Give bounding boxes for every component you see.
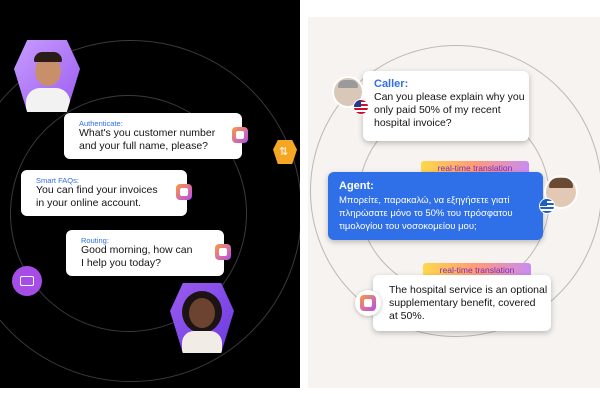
app-icon bbox=[176, 184, 192, 200]
orbit-ring-inner bbox=[10, 95, 247, 332]
faq-label: Smart FAQs: bbox=[36, 176, 79, 185]
translation-tag: real-time translation bbox=[423, 263, 531, 277]
translate-hex-glyph: ⇅ bbox=[279, 146, 289, 158]
routing-label: Routing: bbox=[81, 236, 109, 245]
reply-app-avatar bbox=[355, 290, 381, 316]
reply-message: The hospital service is an optional supp… bbox=[389, 284, 548, 322]
caller-label: Caller: bbox=[374, 78, 409, 90]
translation-tag: real-time translation bbox=[421, 161, 529, 175]
authenticate-bubble: Authenticate: What's you customer number… bbox=[64, 113, 242, 159]
caller-message: Can you please explain why you only paid… bbox=[374, 91, 525, 129]
left-panel: Authenticate: What's you customer number… bbox=[0, 0, 300, 388]
avatar-man bbox=[14, 40, 80, 112]
agent-message: Μπορείτε, παρακαλώ, να εξηγήσετε γιατί π… bbox=[339, 195, 513, 232]
authenticate-message: What's you customer number and your full… bbox=[79, 127, 216, 152]
routing-message: Good morning, how can I help you today? bbox=[81, 244, 193, 269]
app-icon bbox=[360, 295, 376, 311]
avatar-man-shirt bbox=[26, 88, 70, 112]
id-card-icon bbox=[12, 266, 42, 296]
right-panel: Caller: Can you please explain why you o… bbox=[308, 17, 600, 388]
faq-bubble: Smart FAQs: You can find your invoices i… bbox=[21, 170, 187, 216]
agent-avatar-hair bbox=[549, 178, 573, 188]
avatar-woman-shirt bbox=[182, 331, 222, 353]
us-flag-icon bbox=[353, 99, 369, 115]
us-flag-canton bbox=[354, 100, 361, 107]
agent-bubble: Agent: Μπορείτε, παρακαλώ, να εξηγήσετε … bbox=[328, 172, 543, 240]
authenticate-label: Authenticate: bbox=[79, 119, 123, 128]
translate-hex-icon: ⇅ bbox=[273, 140, 297, 164]
agent-label: Agent: bbox=[339, 180, 374, 192]
routing-bubble: Routing: Good morning, how can I help yo… bbox=[66, 230, 224, 276]
orbit-ring-outer bbox=[310, 45, 600, 337]
caller-avatar bbox=[332, 76, 364, 108]
app-icon bbox=[232, 127, 248, 143]
avatar-woman-face bbox=[189, 298, 215, 328]
reply-bubble: The hospital service is an optional supp… bbox=[373, 275, 551, 331]
caller-bubble: Caller: Can you please explain why you o… bbox=[363, 71, 529, 141]
greek-flag-cross bbox=[540, 199, 547, 206]
avatar-man-hair bbox=[34, 52, 62, 62]
avatar-woman bbox=[170, 283, 234, 353]
id-card-glyph bbox=[20, 276, 34, 286]
greek-flag-icon bbox=[539, 198, 555, 214]
faq-message: You can find your invoices in your onlin… bbox=[36, 184, 158, 209]
app-icon bbox=[215, 244, 231, 260]
caller-avatar-hair bbox=[338, 80, 358, 88]
